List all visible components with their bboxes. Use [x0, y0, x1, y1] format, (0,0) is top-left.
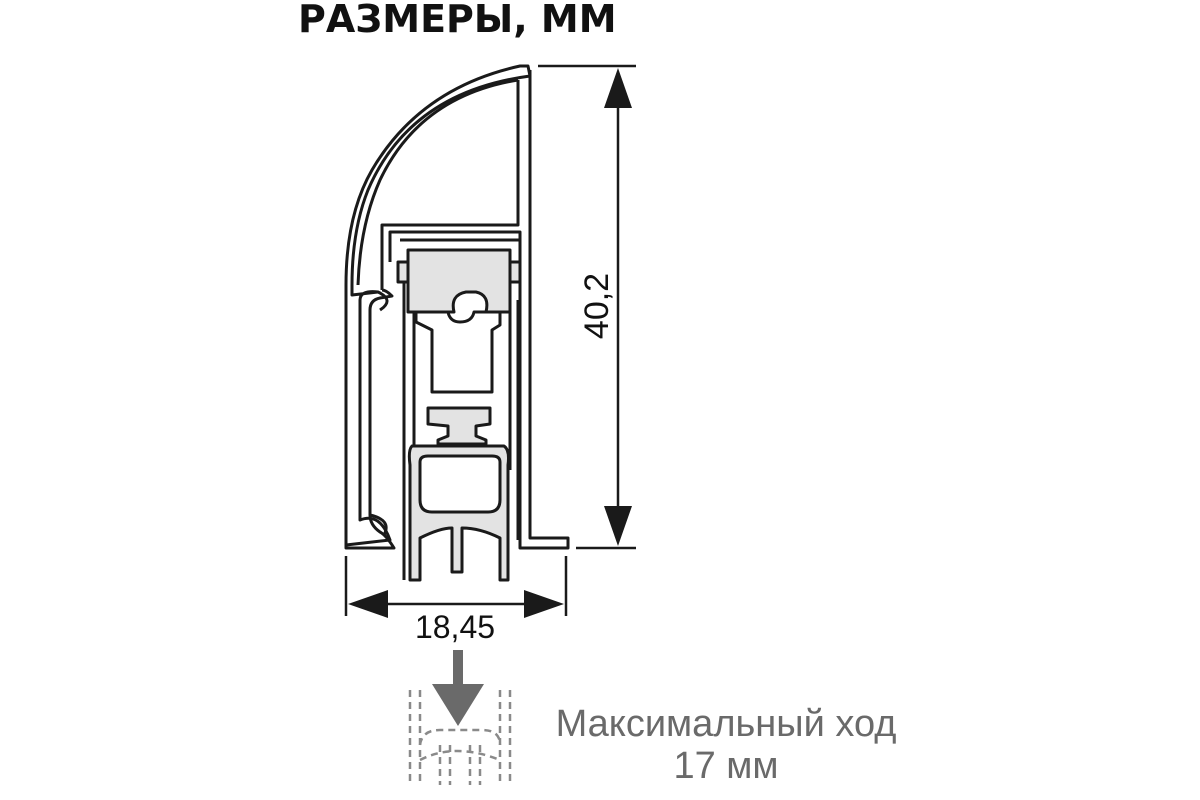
seal-carrier [426, 406, 492, 446]
width-arrow-right [524, 590, 564, 618]
height-arrow-top [604, 68, 632, 108]
plunger-stem [414, 310, 502, 394]
page-title: РАЗМЕРЫ, ММ [298, 0, 617, 41]
width-label: 18,45 [415, 609, 495, 645]
travel-arrow-icon [432, 650, 484, 726]
travel-ghost-seal [408, 690, 512, 785]
travel-note-line2: 17 мм [673, 745, 778, 787]
rubber-seal [407, 444, 510, 582]
height-label: 40,2 [578, 273, 616, 339]
travel-note-line1: Максимальный ход [556, 703, 897, 745]
height-dimension [538, 64, 636, 550]
width-dimension [344, 556, 568, 616]
height-arrow-bottom [604, 506, 632, 546]
width-arrow-left [348, 590, 388, 618]
profile-inner-frame [344, 70, 570, 580]
carriage-block [396, 248, 522, 314]
